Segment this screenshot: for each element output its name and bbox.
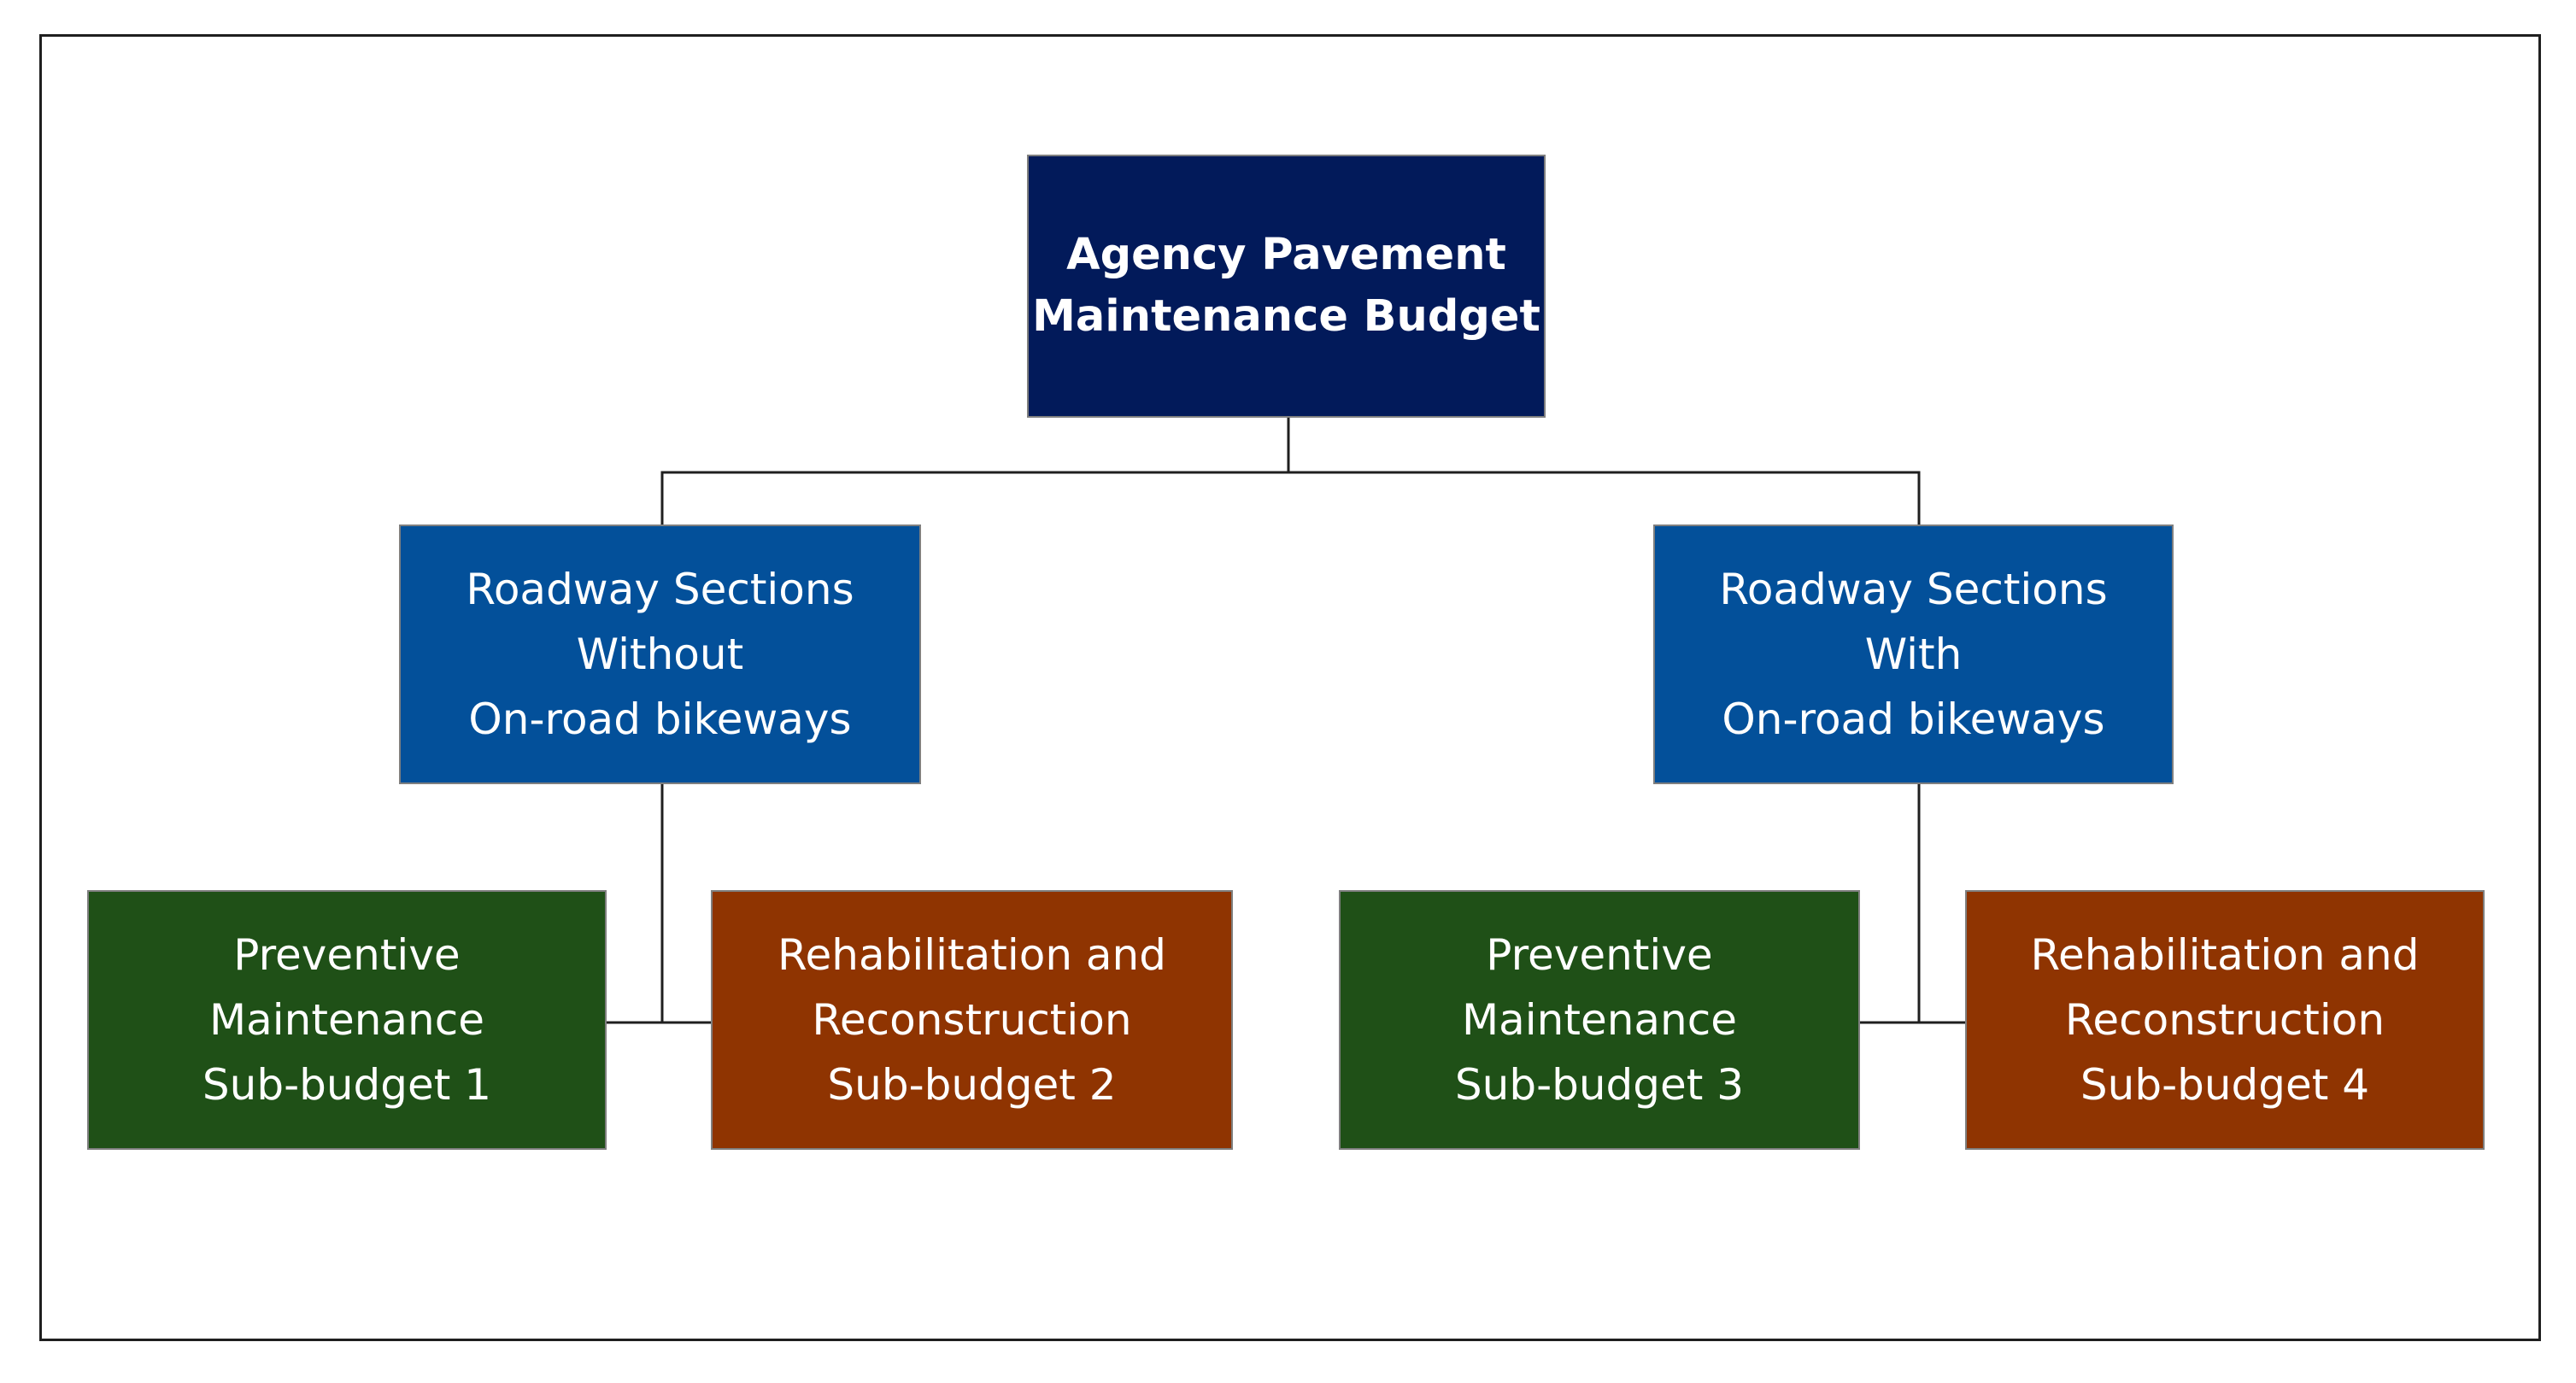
node-label-line: Agency Pavement <box>1066 230 1506 280</box>
sub-budget-2-node: Rehabilitation and Reconstruction Sub-bu… <box>711 890 1233 1150</box>
agency-budget-node: Agency Pavement Maintenance Budget <box>1027 155 1546 418</box>
node-label-line: Maintenance Budget <box>1032 291 1540 342</box>
node-label-line: Roadway Sections <box>1719 565 2108 614</box>
node-label-line: Without <box>576 630 744 679</box>
sub-budget-1-node: Preventive Maintenance Sub-budget 1 <box>87 890 607 1150</box>
node-label-line: On-road bikeways <box>1722 694 2105 744</box>
node-label-line: Preventive <box>1486 930 1713 980</box>
node-label-line: Maintenance <box>1462 995 1737 1045</box>
node-label-line: Sub-budget 3 <box>1454 1060 1745 1110</box>
section-without-bikeways-node: Roadway Sections Without On-road bikeway… <box>399 524 921 784</box>
node-label-line: Rehabilitation and <box>777 930 1166 980</box>
section-with-bikeways-node: Roadway Sections With On-road bikeways <box>1653 524 2174 784</box>
node-label-line: With <box>1864 630 1963 679</box>
node-label-line: Sub-budget 1 <box>202 1060 492 1110</box>
node-label-line: Preventive <box>233 930 461 980</box>
node-label-line: On-road bikeways <box>468 694 852 744</box>
node-label-line: Reconstruction <box>812 995 1132 1045</box>
connector-root-to-sections <box>660 471 1921 524</box>
sub-budget-4-node: Rehabilitation and Reconstruction Sub-bu… <box>1965 890 2485 1150</box>
node-label-line: Sub-budget 2 <box>827 1060 1117 1110</box>
node-label-line: Reconstruction <box>2064 995 2385 1045</box>
node-label-line: Sub-budget 4 <box>2080 1060 2370 1110</box>
sub-budget-3-node: Preventive Maintenance Sub-budget 3 <box>1339 890 1860 1150</box>
node-label-line: Roadway Sections <box>466 565 854 614</box>
node-label-line: Maintenance <box>209 995 484 1045</box>
node-label-line: Rehabilitation and <box>2030 930 2420 980</box>
diagram-frame <box>39 34 2541 1341</box>
